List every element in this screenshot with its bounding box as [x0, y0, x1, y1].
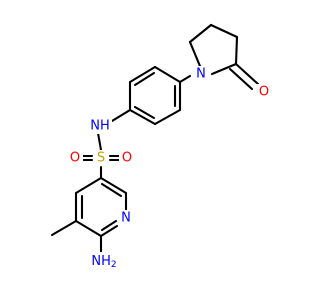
bond	[133, 71, 156, 87]
bond	[128, 108, 157, 126]
bond	[96, 131, 103, 152]
bond	[188, 23, 213, 44]
bond	[110, 108, 132, 123]
atom-nitrogen-pyridine: N	[121, 211, 131, 226]
amino-nh: NH	[91, 254, 111, 269]
molecule-structure-diagram: O N NH S O O N NH2	[50, 23, 272, 270]
pyridine-ring	[74, 176, 128, 238]
molecule-svg: O N NH S O O N NH2	[50, 23, 272, 270]
atom-nitrogen-lactam: N	[196, 67, 206, 82]
bond	[74, 219, 103, 238]
atom-labels: O N NH S O O N NH2	[67, 66, 272, 270]
bond	[153, 65, 182, 84]
bond	[74, 176, 103, 195]
amino-subscript: 2	[111, 260, 117, 270]
bond	[234, 62, 260, 86]
atom-amino: NH2	[91, 254, 116, 271]
bond	[100, 182, 123, 198]
atom-sulfur: S	[97, 151, 105, 166]
bond	[234, 35, 239, 66]
bond	[228, 67, 254, 91]
bond	[99, 224, 119, 238]
bond	[210, 62, 238, 76]
pyrrolidinone-ring	[188, 23, 260, 91]
sulfonyl-bonds	[81, 154, 121, 162]
atom-oxygen-carbonyl: O	[259, 85, 269, 100]
atom-nh-sulfonamide: NH	[90, 119, 110, 134]
bond	[178, 74, 192, 84]
bond	[153, 108, 182, 126]
benzene-ring	[128, 65, 182, 126]
bond	[99, 176, 128, 195]
bond	[100, 219, 118, 232]
bond	[128, 65, 157, 84]
bond	[209, 23, 239, 39]
atom-oxygen-sulfonyl-left: O	[70, 151, 80, 166]
atom-oxygen-sulfonyl-right: O	[122, 151, 132, 166]
bond	[133, 105, 156, 120]
bond	[50, 219, 78, 237]
